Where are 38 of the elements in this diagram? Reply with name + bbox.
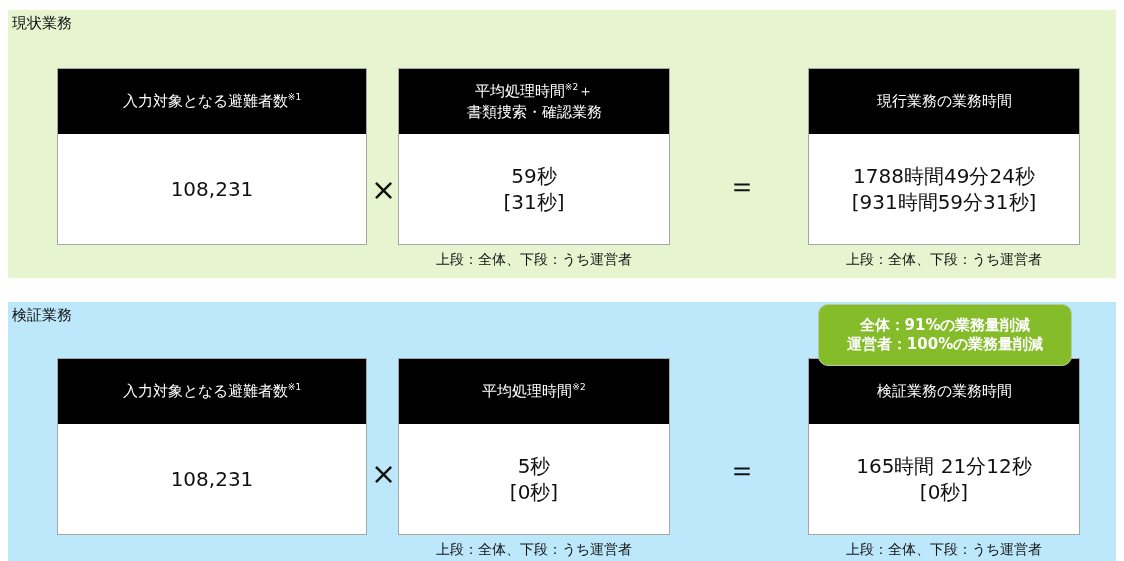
header-text: 検証業務の業務時間: [876, 381, 1012, 402]
note-text: 上段：全体、下段：うち運営者: [845, 251, 1043, 269]
formula-card: [398, 68, 670, 245]
note-text: 上段：全体、下段：うち運営者: [435, 251, 633, 269]
section-panel: [8, 302, 1116, 561]
value-text: [0秒]: [509, 479, 559, 505]
section-title: 現状業務: [12, 14, 72, 33]
badge-text: 全体：91%の業務量削減: [859, 315, 1031, 335]
formula-card: [808, 68, 1080, 245]
operator-sign: ＝: [727, 167, 757, 205]
section-panel: [8, 10, 1116, 278]
header-text: 現行業務の業務時間: [876, 91, 1012, 112]
operator-sign: ＝: [727, 451, 757, 489]
value-text: 108,231: [170, 466, 254, 492]
value-text: 165時間 21分12秒: [856, 453, 1032, 479]
note-text: 上段：全体、下段：うち運営者: [435, 541, 633, 559]
badge-text: 運営者：100%の業務量削減: [846, 335, 1044, 355]
value-text: 5秒: [517, 453, 551, 479]
value-text: 1788時間49分24秒: [853, 163, 1035, 189]
reduction-badge: [818, 304, 1072, 366]
value-text: [31秒]: [503, 189, 565, 215]
note-text: 上段：全体、下段：うち運営者: [845, 541, 1043, 559]
value-text: 108,231: [170, 176, 254, 202]
operator-sign: ×: [371, 172, 397, 207]
formula-card: [808, 358, 1080, 535]
formula-card: [57, 358, 367, 535]
value-text: [0秒]: [919, 479, 969, 505]
section-title: 検証業務: [12, 306, 72, 325]
header-text: 書類捜索・確認業務: [466, 101, 602, 122]
value-text: 59秒: [511, 163, 557, 189]
formula-card: [57, 68, 367, 245]
value-text: [931時間59分31秒]: [851, 189, 1037, 215]
operator-sign: ×: [371, 456, 397, 491]
formula-card: [398, 358, 670, 535]
header-text: 平均処理時間$^{※2}$: [482, 381, 586, 402]
header-text: 入力対象となる避難者数$^{※1}$: [122, 381, 302, 402]
header-text: 入力対象となる避難者数$^{※1}$: [122, 91, 302, 112]
header-text: 平均処理時間$^{※2}$＋: [474, 81, 594, 102]
